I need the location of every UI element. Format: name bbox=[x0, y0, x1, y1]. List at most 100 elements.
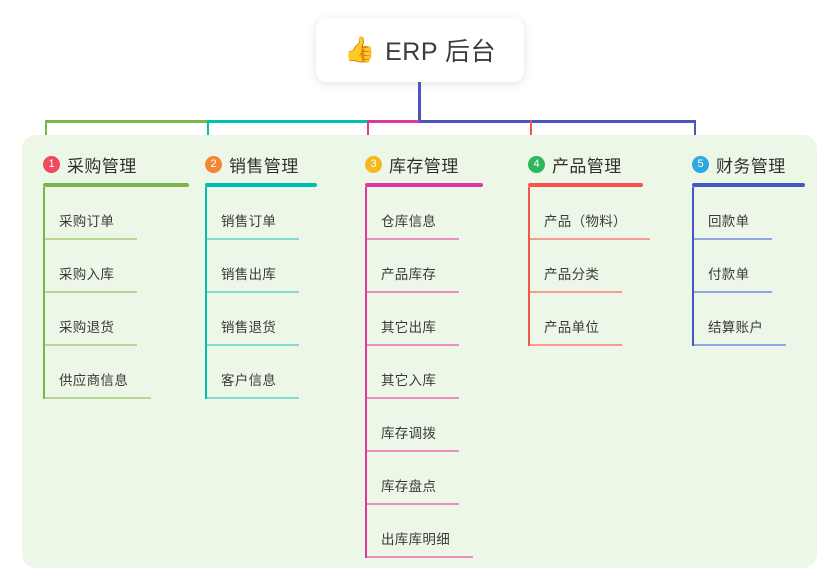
branch-item-label: 采购订单 bbox=[59, 214, 115, 229]
branch-item-underline bbox=[367, 238, 459, 240]
branch-item-list: 回款单付款单结算账户 bbox=[692, 187, 805, 346]
branch-item-label: 产品分类 bbox=[544, 267, 600, 282]
branch-column: 1 采购管理采购订单采购入库采购退货供应商信息 bbox=[43, 151, 189, 399]
branch-item-label: 销售退货 bbox=[221, 320, 277, 335]
branch-item-label: 回款单 bbox=[708, 214, 750, 229]
root-node-card[interactable]: 👍 ERP 后台 bbox=[316, 18, 524, 82]
connector-h-segment bbox=[207, 120, 367, 123]
branch-item-label: 出库库明细 bbox=[381, 532, 450, 547]
branch-item[interactable]: 采购入库 bbox=[45, 240, 189, 293]
branch-item-list: 仓库信息产品库存其它出库其它入库库存调拨库存盘点出库库明细 bbox=[365, 187, 483, 558]
branch-item-underline bbox=[367, 556, 473, 558]
branch-header[interactable]: 2 销售管理 bbox=[205, 151, 317, 177]
branch-item[interactable]: 客户信息 bbox=[207, 346, 317, 399]
branch-item-underline bbox=[207, 397, 299, 399]
connector-h-segment bbox=[45, 120, 207, 123]
branch-title: 销售管理 bbox=[229, 156, 299, 176]
branch-spine bbox=[528, 187, 530, 346]
branch-item-label: 销售订单 bbox=[221, 214, 277, 229]
branch-item[interactable]: 出库库明细 bbox=[367, 505, 483, 558]
branch-item-underline bbox=[207, 344, 299, 346]
branch-item-list: 销售订单销售出库销售退货客户信息 bbox=[205, 187, 317, 399]
branch-item-label: 产品（物料） bbox=[544, 214, 627, 229]
branch-title: 采购管理 bbox=[67, 156, 137, 176]
branch-spine bbox=[43, 187, 45, 399]
connector-h-segment bbox=[530, 120, 694, 123]
branch-column: 4 产品管理产品（物料） 产品分类产品单位 bbox=[528, 151, 650, 346]
branch-item-label: 其它入库 bbox=[381, 373, 437, 388]
branch-header[interactable]: 1 采购管理 bbox=[43, 151, 189, 177]
branch-underline bbox=[528, 183, 643, 187]
branch-item-underline bbox=[530, 291, 622, 293]
branch-header[interactable]: 4 产品管理 bbox=[528, 151, 643, 177]
branch-item-underline bbox=[207, 238, 299, 240]
branch-index-badge: 4 bbox=[528, 155, 545, 173]
connector-h-segment bbox=[367, 120, 419, 123]
branch-item-list: 采购订单采购入库采购退货供应商信息 bbox=[43, 187, 189, 399]
branch-title: 财务管理 bbox=[716, 156, 786, 176]
branch-item[interactable]: 供应商信息 bbox=[45, 346, 189, 399]
branch-item-label: 结算账户 bbox=[708, 320, 764, 335]
branch-item-label: 产品库存 bbox=[381, 267, 437, 282]
branch-item[interactable]: 采购订单 bbox=[45, 187, 189, 240]
branch-item-underline bbox=[367, 397, 459, 399]
branch-item[interactable]: 产品（物料） bbox=[530, 187, 650, 240]
branch-item-label: 仓库信息 bbox=[381, 214, 437, 229]
branch-item-underline bbox=[45, 291, 137, 293]
branch-item[interactable]: 销售订单 bbox=[207, 187, 317, 240]
branch-item[interactable]: 销售退货 bbox=[207, 293, 317, 346]
branch-item-underline bbox=[45, 238, 137, 240]
branch-item[interactable]: 销售出库 bbox=[207, 240, 317, 293]
branch-index-badge: 2 bbox=[205, 155, 222, 173]
trunk-vertical-line bbox=[418, 82, 421, 123]
branch-item-underline bbox=[367, 291, 459, 293]
branch-item-label: 库存调拨 bbox=[381, 426, 437, 441]
branch-item-underline bbox=[207, 291, 299, 293]
branch-column: 3 库存管理仓库信息产品库存其它出库其它入库库存调拨库存盘点出库库明细 bbox=[365, 151, 483, 558]
branch-item[interactable]: 付款单 bbox=[694, 240, 805, 293]
branch-underline bbox=[692, 183, 805, 187]
branches-panel: 1 采购管理采购订单采购入库采购退货供应商信息 2 销售管理销售订单销售出库销售退货客… bbox=[22, 135, 817, 568]
branch-underline bbox=[43, 183, 189, 187]
branch-item[interactable]: 产品单位 bbox=[530, 293, 643, 346]
branch-header[interactable]: 3 库存管理 bbox=[365, 151, 483, 177]
branch-column: 2 销售管理销售订单销售出库销售退货客户信息 bbox=[205, 151, 317, 399]
branch-item[interactable]: 产品分类 bbox=[530, 240, 643, 293]
branch-item[interactable]: 仓库信息 bbox=[367, 187, 483, 240]
root-node-title: ERP 后台 bbox=[385, 38, 497, 66]
branch-spine bbox=[205, 187, 207, 399]
branch-column: 5 财务管理回款单付款单结算账户 bbox=[692, 151, 805, 346]
branch-header[interactable]: 5 财务管理 bbox=[692, 151, 805, 177]
branch-underline bbox=[205, 183, 317, 187]
branch-index-badge: 1 bbox=[43, 155, 60, 173]
branch-item[interactable]: 其它入库 bbox=[367, 346, 483, 399]
branch-item-underline bbox=[694, 238, 772, 240]
branch-item-list: 产品（物料） 产品分类产品单位 bbox=[528, 187, 650, 346]
branch-index-badge: 5 bbox=[692, 155, 709, 173]
branch-item-label: 库存盘点 bbox=[381, 479, 437, 494]
branch-item[interactable]: 产品库存 bbox=[367, 240, 483, 293]
branch-item-underline bbox=[45, 344, 137, 346]
branch-item-label: 采购入库 bbox=[59, 267, 115, 282]
branch-item[interactable]: 其它出库 bbox=[367, 293, 483, 346]
branch-item[interactable]: 库存调拨 bbox=[367, 399, 483, 452]
branch-item-label: 付款单 bbox=[708, 267, 750, 282]
branch-item[interactable]: 采购退货 bbox=[45, 293, 189, 346]
branch-item-underline bbox=[367, 450, 459, 452]
branch-index-badge: 3 bbox=[365, 155, 382, 173]
branch-item[interactable]: 库存盘点 bbox=[367, 452, 483, 505]
branch-title: 产品管理 bbox=[552, 156, 622, 176]
branch-spine bbox=[365, 187, 367, 558]
branch-item-label: 采购退货 bbox=[59, 320, 115, 335]
branch-item-label: 供应商信息 bbox=[59, 373, 128, 388]
branch-item-underline bbox=[530, 238, 650, 240]
branch-item-underline bbox=[367, 344, 459, 346]
branch-item-label: 产品单位 bbox=[544, 320, 600, 335]
branch-item[interactable]: 回款单 bbox=[694, 187, 805, 240]
branch-underline bbox=[365, 183, 483, 187]
branch-item[interactable]: 结算账户 bbox=[694, 293, 805, 346]
branch-title: 库存管理 bbox=[389, 156, 459, 176]
branch-item-label: 销售出库 bbox=[221, 267, 277, 282]
thumbs-up-icon: 👍 bbox=[343, 35, 376, 64]
